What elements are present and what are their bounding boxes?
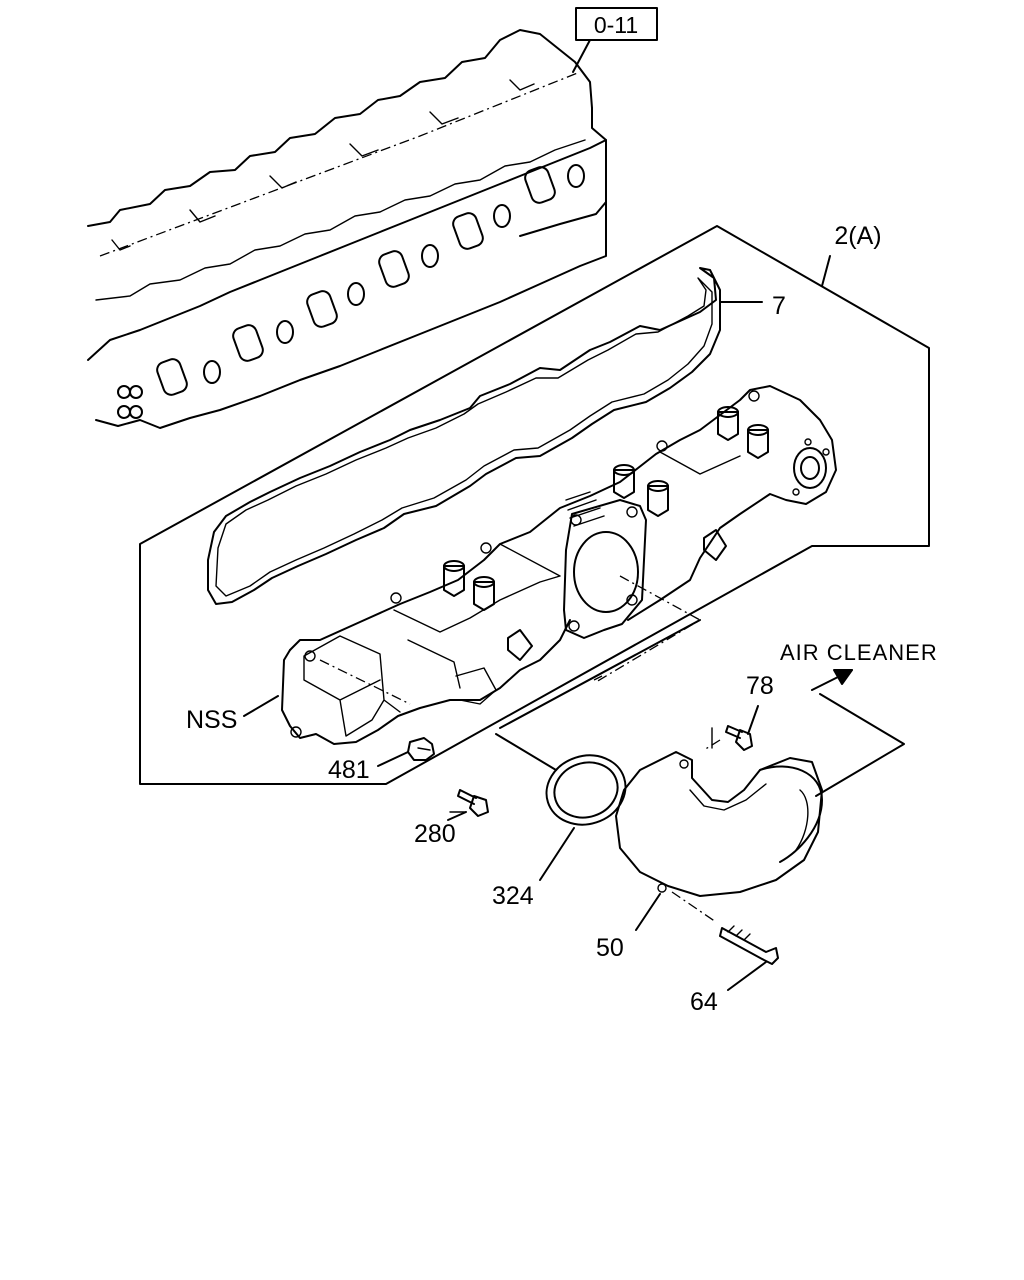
- elbow-mouth: [759, 765, 823, 863]
- manifold-flange-holes: [290, 390, 760, 738]
- bolt-280-label: 280: [414, 820, 456, 848]
- reference-box-leader: [572, 39, 591, 73]
- cylinder-head-rear-face: [519, 107, 607, 237]
- intake-manifold[interactable]: [281, 385, 837, 745]
- manifold-front-outline: [281, 619, 571, 745]
- assembly-leader: [821, 255, 831, 287]
- stud-64[interactable]: 64: [671, 891, 779, 1016]
- cylinder-head-port-face: [87, 139, 607, 361]
- o-ring-324[interactable]: 324: [492, 745, 635, 910]
- reference-box-frame: [575, 7, 658, 41]
- gasket-label: 7: [772, 292, 786, 320]
- air-cleaner-arrow-icon: [833, 669, 853, 685]
- assembly-label: 2(A): [834, 222, 881, 250]
- plug-label: 481: [328, 756, 370, 784]
- cylinder-head-notches: [111, 79, 535, 251]
- intake-gasket-outer: [207, 267, 721, 605]
- cylinder-head-inner-contour: [95, 139, 586, 301]
- air-cleaner-label: AIR CLEANER: [780, 640, 938, 665]
- nss-label: NSS: [186, 706, 237, 734]
- elbow-flange: [615, 751, 823, 897]
- stud-64-label: 64: [690, 988, 718, 1016]
- elbow-label: 50: [596, 934, 624, 962]
- bolt-78[interactable]: 78: [711, 672, 774, 751]
- bolt-280-head: [469, 795, 489, 817]
- manifold-bosses: [443, 406, 769, 661]
- manifold-lower-rail: [407, 639, 497, 705]
- reference-box-label: 0-11: [594, 12, 638, 38]
- reference-box[interactable]: 0-11: [572, 7, 658, 73]
- elbow-inner-edge: [689, 783, 809, 851]
- manifold-throttle-axis: [319, 575, 702, 705]
- elbow-leader: [635, 893, 661, 931]
- intake-ports: [117, 164, 585, 419]
- intake-gasket[interactable]: 7: [207, 267, 786, 605]
- bolt-280[interactable]: 280: [414, 789, 489, 848]
- intake-elbow-50[interactable]: 50: [596, 751, 823, 962]
- manifold-bracket-line: [499, 619, 701, 729]
- bolt-axis-dash: [593, 675, 721, 751]
- manifold-end-port: [792, 438, 830, 496]
- o-ring-inner: [553, 761, 619, 819]
- assembly-callout: 2(A): [821, 222, 882, 287]
- bolt-78-leader: [747, 705, 759, 735]
- o-ring-label: 324: [492, 882, 534, 910]
- cylinder-head: [87, 29, 607, 429]
- bolt-78-label: 78: [746, 672, 774, 700]
- cylinder-head-centerline: [99, 71, 581, 257]
- plug-body: [407, 737, 435, 761]
- nss-leader: [243, 695, 279, 717]
- cylinder-head-top-edge: [87, 29, 593, 227]
- plug-leader: [377, 751, 409, 767]
- bolt-78-head: [735, 729, 753, 751]
- bolt-280-leader: [447, 811, 467, 821]
- stud-axis: [671, 891, 717, 923]
- cylinder-head-bottom-edge: [95, 201, 607, 429]
- assembly-outline: [139, 225, 930, 785]
- intake-gasket-inner: [215, 277, 713, 597]
- o-ring-outer: [545, 754, 627, 826]
- throttle-flange: [563, 491, 647, 639]
- manifold-runner-box: [303, 635, 401, 737]
- o-ring-leader: [539, 827, 575, 881]
- nss-callout: NSS: [186, 695, 279, 734]
- air-cleaner-note: AIR CLEANER: [780, 640, 938, 691]
- stud-64-leader: [727, 961, 767, 991]
- lower-assembly-bracket: [495, 693, 905, 797]
- plug-481[interactable]: 481: [328, 737, 435, 784]
- stud-64-body: [719, 927, 779, 965]
